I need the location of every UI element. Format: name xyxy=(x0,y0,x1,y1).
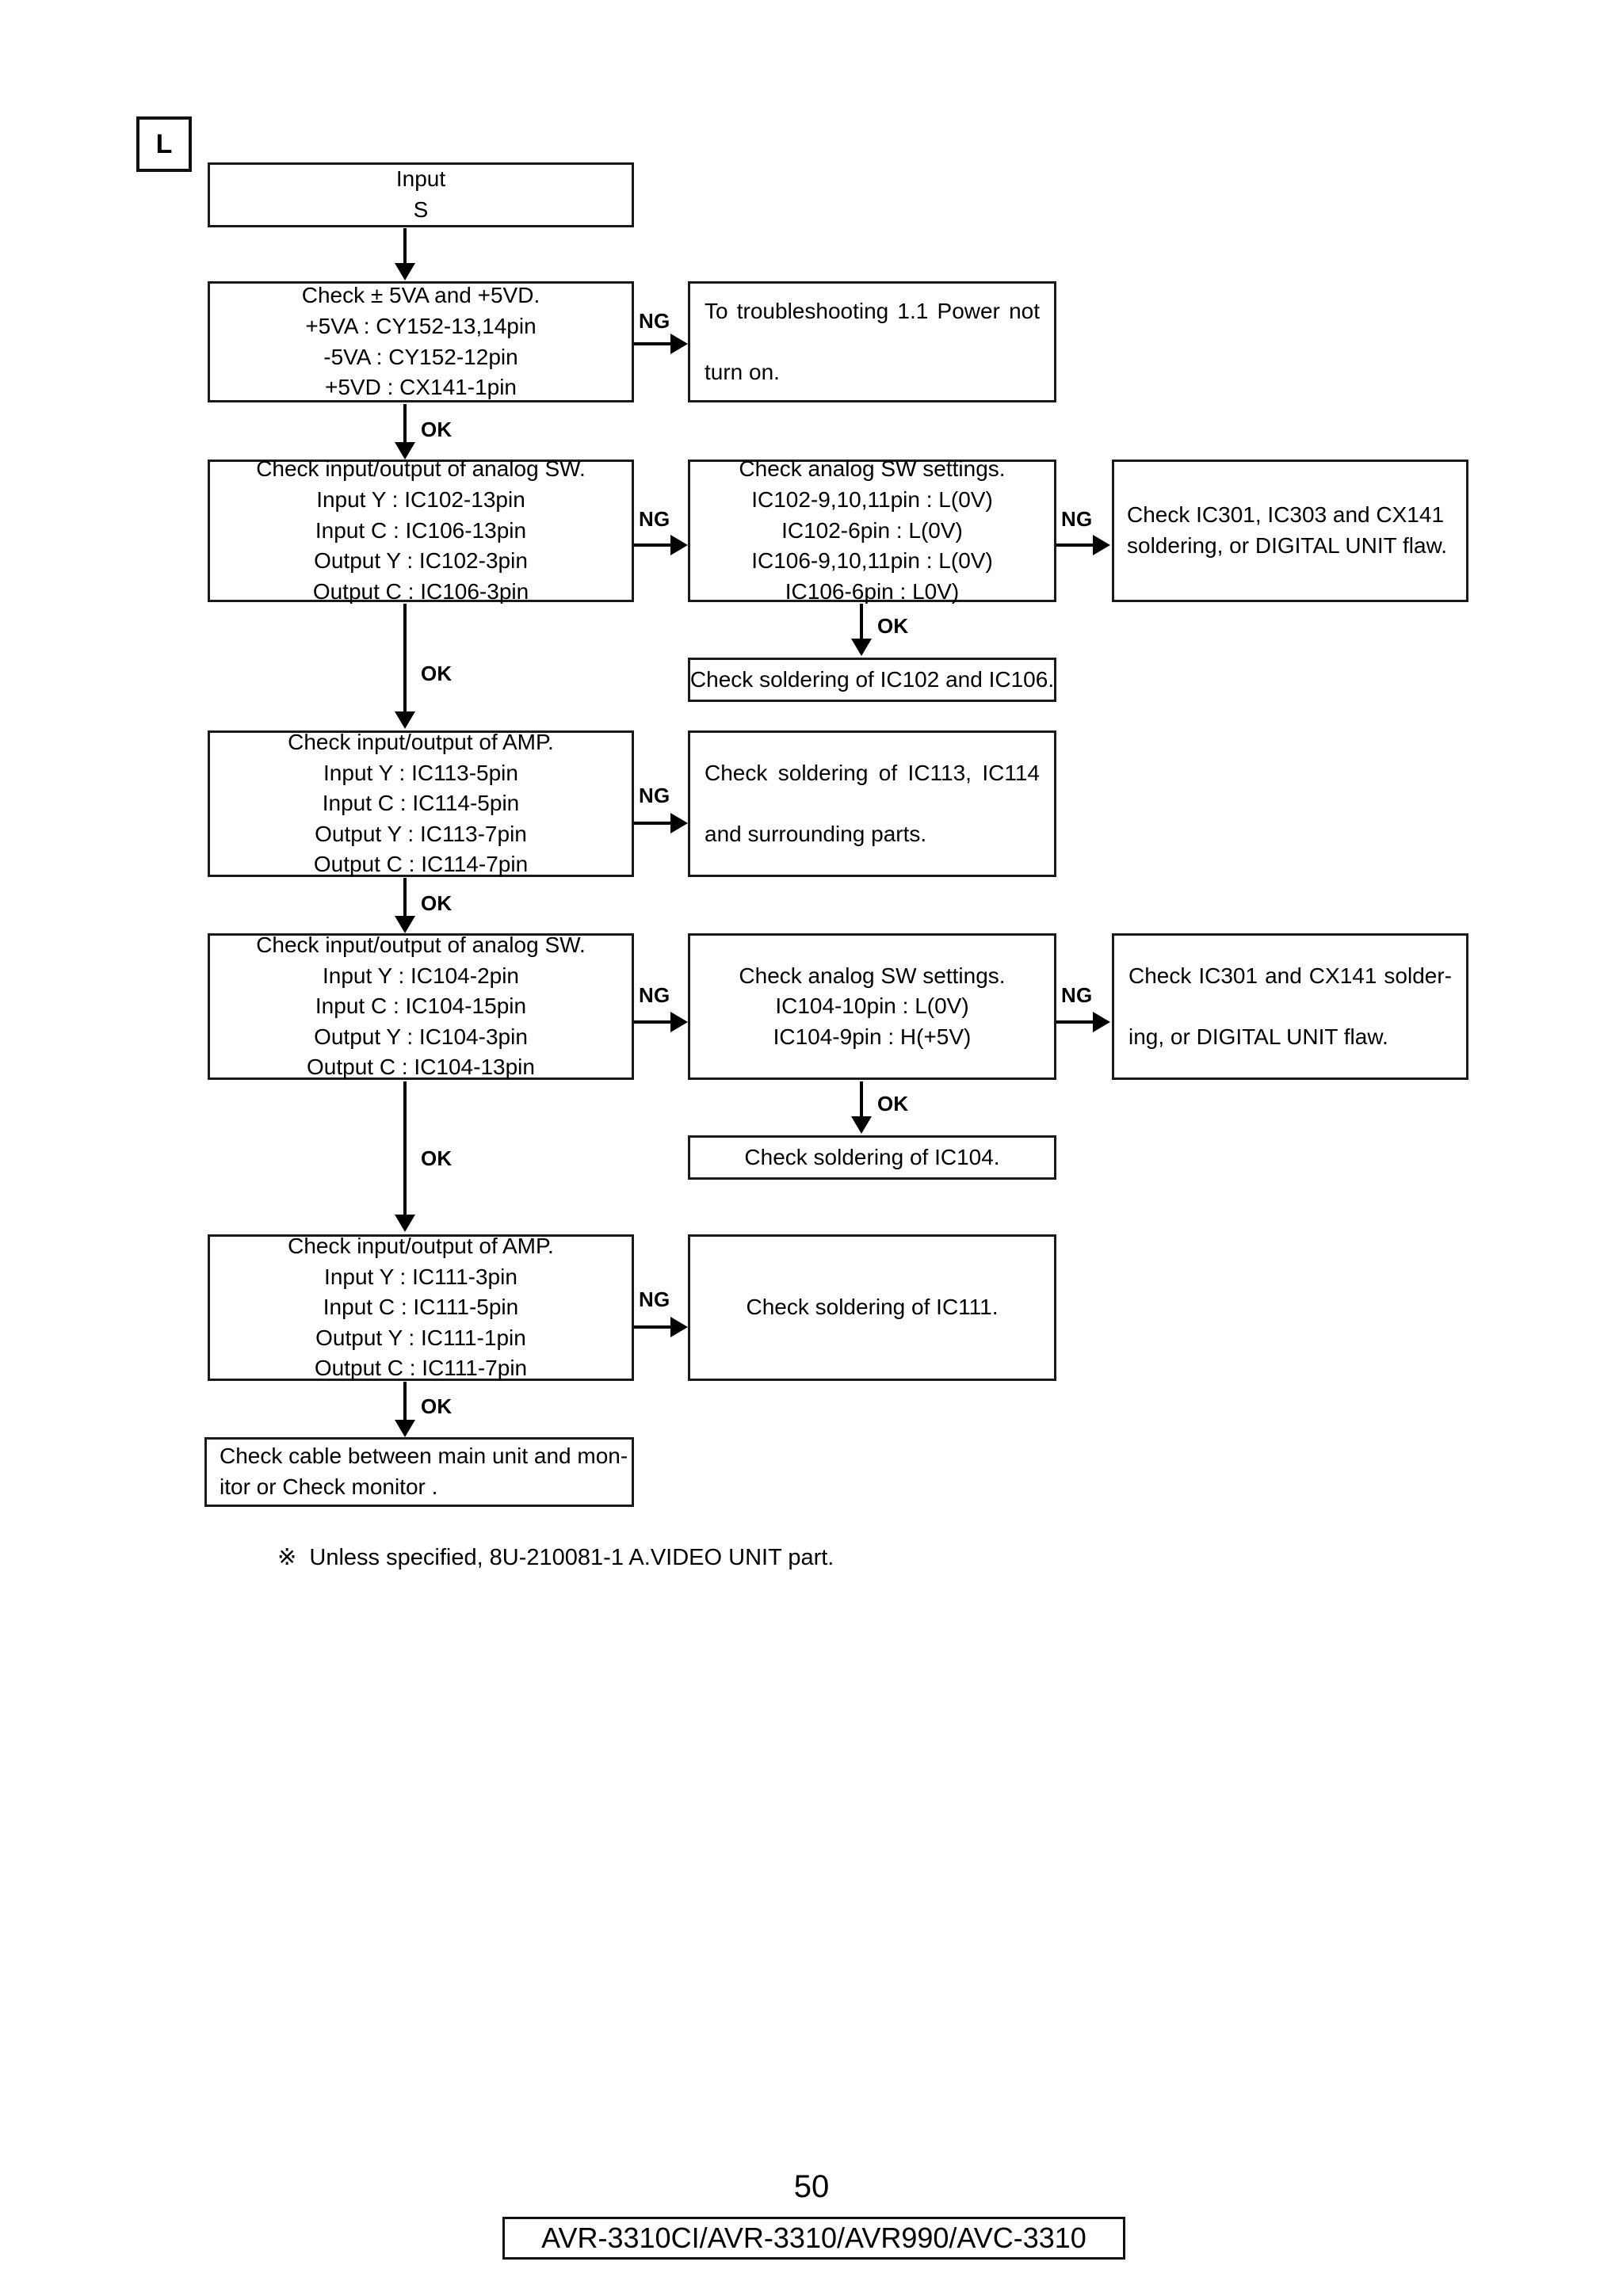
box-amp-1-ng-line-1: Check soldering of IC113, IC114 xyxy=(705,760,1040,785)
box-check-amp-2-line-1: Check input/output of AMP. xyxy=(288,1233,554,1258)
box-sw-settings-1-ng: Check IC301, IC303 and CX141 soldering, … xyxy=(1112,460,1468,602)
box-check-power-line-3: -5VA : CY152-12pin xyxy=(323,344,518,369)
box-sw-settings-2-ng: Check IC301 and CX141 solder- ing, or DI… xyxy=(1112,933,1468,1080)
box-sw-settings-1-line-5: IC106-6pin : L0V) xyxy=(785,578,960,604)
label-ok-sw-settings-2: OK xyxy=(877,1092,909,1116)
box-amp-1-ng-line-2: and surrounding parts. xyxy=(705,821,927,846)
label-ng-analog-sw-1: NG xyxy=(639,507,670,531)
box-check-power-line-4: +5VD : CX141-1pin xyxy=(324,375,517,400)
box-power-ng-line-1: To troubleshooting 1.1 Power not xyxy=(705,298,1040,323)
label-ok-amp-2: OK xyxy=(421,1394,453,1418)
box-check-amp-2-line-2: Input Y : IC111-3pin xyxy=(324,1264,517,1289)
box-sw-settings-2-ng-line-1: Check IC301 and CX141 solder- xyxy=(1128,963,1452,988)
box-check-analog-sw-1-line-4: Output Y : IC102-3pin xyxy=(314,548,528,574)
box-solder-ic102-ic106-line-1: Check soldering of IC102 and IC106. xyxy=(689,666,1055,692)
label-ng-sw-settings-2: NG xyxy=(1061,983,1093,1007)
label-ng-amp-2: NG xyxy=(639,1287,670,1311)
box-check-amp-1: Check input/output of AMP. Input Y : IC1… xyxy=(208,730,634,877)
label-ok-sw-settings-1: OK xyxy=(877,614,909,638)
box-input-line-2: S xyxy=(413,197,429,222)
box-solder-ic104: Check soldering of IC104. xyxy=(688,1135,1056,1180)
box-sw-settings-1-line-3: IC102-6pin : L(0V) xyxy=(781,517,963,543)
box-check-amp-2: Check input/output of AMP. Input Y : IC1… xyxy=(208,1234,634,1381)
box-check-amp-1-line-5: Output C : IC114-7pin xyxy=(313,852,529,877)
box-input: Input S xyxy=(208,162,634,227)
box-sw-settings-1: Check analog SW settings. IC102-9,10,11p… xyxy=(688,456,1056,604)
label-ok-power: OK xyxy=(421,418,453,441)
section-tag-label: L xyxy=(155,128,173,159)
box-sw-settings-2-line-3: IC104-9pin : H(+5V) xyxy=(773,1024,972,1049)
box-check-analog-sw-1-line-2: Input Y : IC102-13pin xyxy=(316,487,525,513)
box-amp-2-ng-line-1: Check soldering of IC111. xyxy=(746,1295,999,1320)
page-number: 50 xyxy=(793,2169,830,2204)
box-power-ng-line-2: turn on. xyxy=(705,359,780,384)
box-sw-settings-2: Check analog SW settings. IC104-10pin : … xyxy=(688,933,1056,1080)
box-check-power: Check ± 5VA and +5VD. +5VA : CY152-13,14… xyxy=(208,281,634,402)
label-ng-analog-sw-2: NG xyxy=(639,983,670,1007)
box-check-analog-sw-2-line-2: Input Y : IC104-2pin xyxy=(322,963,520,988)
label-ok-analog-sw-1: OK xyxy=(421,662,453,685)
label-ng-power: NG xyxy=(639,309,670,333)
box-check-amp-1-line-4: Output Y : IC113-7pin xyxy=(315,821,527,846)
box-check-analog-sw-2-line-4: Output Y : IC104-3pin xyxy=(314,1024,528,1049)
box-check-cable-line-2: itor or Check monitor . xyxy=(220,1474,438,1499)
box-sw-settings-1-line-2: IC102-9,10,11pin : L(0V) xyxy=(751,487,993,513)
box-sw-settings-1-ng-line-1: Check IC301, IC303 and CX141 xyxy=(1127,502,1445,528)
label-ng-amp-1: NG xyxy=(639,784,670,807)
box-solder-ic102-ic106: Check soldering of IC102 and IC106. xyxy=(688,658,1056,702)
box-check-analog-sw-2-line-5: Output C : IC104-13pin xyxy=(307,1055,535,1080)
box-check-analog-sw-2-line-1: Check input/output of analog SW. xyxy=(256,932,586,957)
box-check-amp-2-line-4: Output Y : IC111-1pin xyxy=(315,1325,526,1350)
label-ng-sw-settings-1: NG xyxy=(1061,507,1093,531)
box-check-amp-1-line-3: Input C : IC114-5pin xyxy=(322,791,520,816)
box-check-analog-sw-1-line-5: Output C : IC106-3pin xyxy=(312,578,529,604)
box-power-ng: To troubleshooting 1.1 Power not turn on… xyxy=(688,281,1056,402)
box-check-cable-line-1: Check cable between main unit and mon- xyxy=(220,1444,628,1469)
box-check-analog-sw-1: Check input/output of analog SW. Input Y… xyxy=(208,456,634,604)
box-check-amp-1-line-1: Check input/output of AMP. xyxy=(288,729,554,754)
box-sw-settings-2-ng-line-2: ing, or DIGITAL UNIT flaw. xyxy=(1128,1024,1388,1049)
box-amp-1-ng: Check soldering of IC113, IC114 and surr… xyxy=(688,730,1056,877)
box-check-analog-sw-1-line-1: Check input/output of analog SW. xyxy=(256,456,586,482)
footnote-unit-part: ※ Unless specified, 8U-210081-1 A.VIDEO … xyxy=(277,1545,834,1570)
label-ok-amp-1: OK xyxy=(421,891,453,915)
model-bar: AVR-3310CI/AVR-3310/AVR990/AVC-3310 xyxy=(502,2217,1125,2260)
box-check-analog-sw-2: Check input/output of analog SW. Input Y… xyxy=(208,933,634,1080)
box-sw-settings-1-line-4: IC106-9,10,11pin : L(0V) xyxy=(751,548,993,574)
box-check-cable: Check cable between main unit and mon- i… xyxy=(204,1437,634,1507)
box-sw-settings-2-line-1: Check analog SW settings. xyxy=(739,963,1006,988)
model-bar-label: AVR-3310CI/AVR-3310/AVR990/AVC-3310 xyxy=(541,2222,1086,2254)
box-check-amp-2-line-3: Input C : IC111-5pin xyxy=(323,1295,519,1320)
section-tag-l: L xyxy=(136,116,192,172)
box-sw-settings-1-ng-line-2: soldering, or DIGITAL UNIT flaw. xyxy=(1127,533,1448,558)
label-ok-analog-sw-2: OK xyxy=(421,1146,453,1170)
box-sw-settings-2-line-2: IC104-10pin : L(0V) xyxy=(775,994,969,1019)
box-check-amp-2-line-5: Output C : IC111-7pin xyxy=(314,1356,528,1381)
box-amp-2-ng: Check soldering of IC111. xyxy=(688,1234,1056,1381)
box-check-power-line-2: +5VA : CY152-13,14pin xyxy=(305,313,537,338)
box-check-amp-1-line-2: Input Y : IC113-5pin xyxy=(323,760,518,785)
box-check-analog-sw-1-line-3: Input C : IC106-13pin xyxy=(315,517,527,543)
box-solder-ic104-line-1: Check soldering of IC104. xyxy=(744,1144,1000,1169)
box-input-line-1: Input xyxy=(395,166,446,192)
box-check-power-line-1: Check ± 5VA and +5VD. xyxy=(301,283,540,308)
box-sw-settings-1-line-1: Check analog SW settings. xyxy=(739,456,1006,482)
box-check-analog-sw-2-line-3: Input C : IC104-15pin xyxy=(315,994,527,1019)
